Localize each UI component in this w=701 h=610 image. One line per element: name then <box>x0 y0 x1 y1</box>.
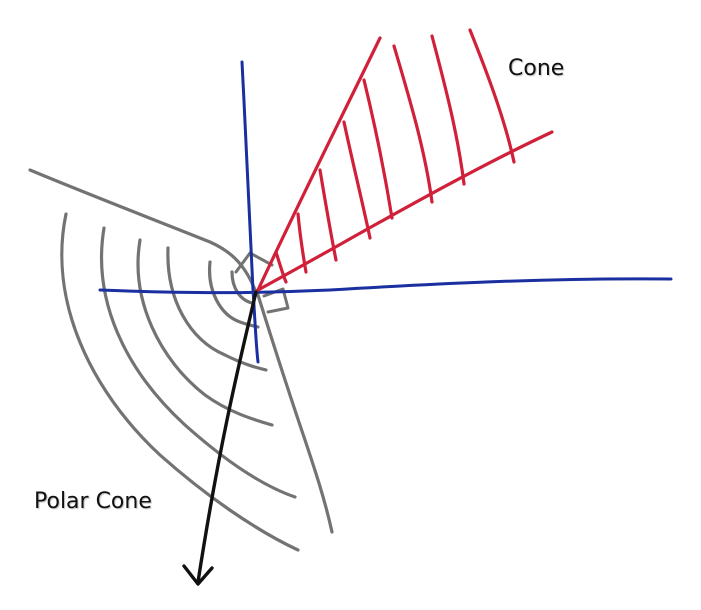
cone-hatch-3 <box>318 168 338 262</box>
cone-hatch-7 <box>430 34 466 186</box>
polar-cone-label: Polar Cone <box>34 489 152 514</box>
horizontal-axis <box>98 277 673 295</box>
cone-hatch-5 <box>362 78 394 220</box>
cone-hatch-1 <box>274 250 288 284</box>
cone <box>256 28 554 292</box>
cone-hatch-2 <box>296 212 308 274</box>
polar-cone-hatch-3 <box>136 238 274 427</box>
cone-hatch-6 <box>392 44 434 204</box>
axes <box>98 60 673 364</box>
normal-arrow-head <box>182 564 214 586</box>
cone-hatch-8 <box>468 28 516 164</box>
vertical-axis <box>240 60 260 364</box>
polar-cone-hatch-5 <box>207 260 260 329</box>
normal-arrow <box>182 290 258 586</box>
polar-cone-hatch-1 <box>60 212 300 552</box>
cone-upper-boundary <box>256 36 382 292</box>
normal-arrow-shaft <box>196 290 258 584</box>
polar-cone <box>28 168 334 552</box>
polar-cone-lower-boundary <box>256 293 334 534</box>
polar-cone-hatch-2 <box>99 226 297 499</box>
cone-hatch-4 <box>342 120 372 240</box>
polar-cone-hatch-4 <box>166 246 268 372</box>
cone-lower-boundary <box>256 130 554 292</box>
cone-label: Cone <box>508 56 565 81</box>
